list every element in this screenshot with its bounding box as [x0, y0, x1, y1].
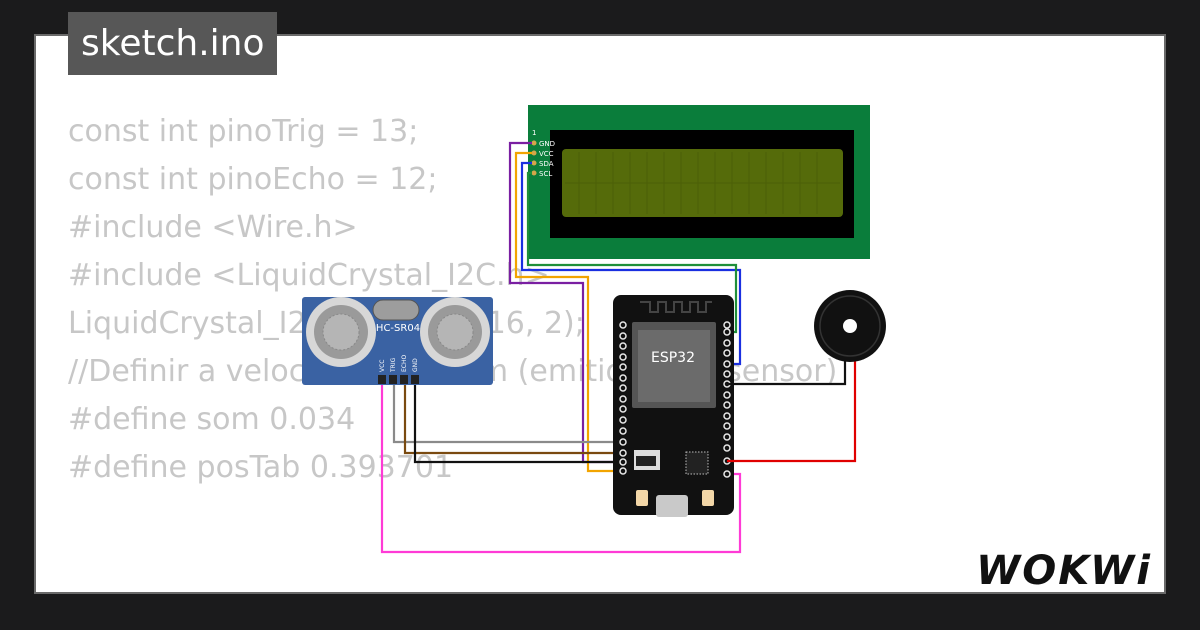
lcd-pin-sda: SDA [539, 160, 554, 168]
buzzer[interactable] [814, 290, 886, 362]
wire-gray [392, 380, 626, 444]
wire-orange [514, 151, 626, 473]
wire-blue [520, 161, 742, 366]
lcd-pin-gnd: GND [539, 140, 555, 148]
sensor-transducer-right [420, 297, 490, 367]
lcd-pin-vcc: VCC [539, 150, 554, 158]
code-line: const int pinoTrig = 13; [68, 114, 419, 149]
esp32-chip [638, 330, 710, 402]
sensor-label: HC-SR04 [376, 323, 420, 334]
wire-brown [403, 380, 626, 455]
lcd-pin1-label: 1 [532, 129, 536, 137]
sensor-pin-trig: TRIG [390, 357, 397, 373]
code-line: #define som 0.034 [68, 402, 356, 437]
esp32-reset-button[interactable] [702, 490, 714, 506]
esp32-usb-chip [685, 451, 709, 475]
wire-black-gnd [413, 380, 626, 464]
code-line: #include <Wire.h> [68, 210, 358, 245]
sensor-pin-echo: ECHO [401, 355, 408, 372]
sensor-crystal [372, 299, 420, 321]
lcd-char-grid [565, 152, 840, 214]
wire-buzzer-black [727, 360, 847, 386]
lcd-display[interactable]: 1 GND VCC SDA SCL [528, 105, 870, 259]
hc-sr04-sensor[interactable]: HC-SR04 VCC TRIG ECHO GND [302, 297, 493, 385]
lcd-pin-scl: SCL [539, 170, 552, 178]
esp32-boot-button[interactable] [636, 490, 648, 506]
code-line: #include <LiquidCrystal_I2C.h> [68, 258, 550, 293]
code-line: const int pinoEcho = 12; [68, 162, 438, 197]
esp32-antenna [640, 301, 712, 313]
esp32-label: ESP32 [651, 350, 695, 366]
wire-green [526, 171, 738, 334]
esp32-left-pins [619, 321, 627, 475]
esp32-regulator-core [636, 456, 656, 466]
wire-red [727, 360, 857, 463]
buzzer-hole [843, 319, 857, 333]
sensor-transducer-left [306, 297, 376, 367]
esp32-usb-port [656, 495, 688, 517]
buzzer-ring [819, 295, 881, 357]
sensor-pin-vcc: VCC [379, 360, 386, 372]
sensor-pin-gnd: GND [412, 358, 419, 372]
esp32-board[interactable]: ESP32 [613, 295, 734, 517]
wokwi-logo: WOKWi [976, 548, 1152, 594]
wire-magenta [380, 380, 742, 554]
filename-tab[interactable]: sketch.ino [68, 12, 278, 75]
